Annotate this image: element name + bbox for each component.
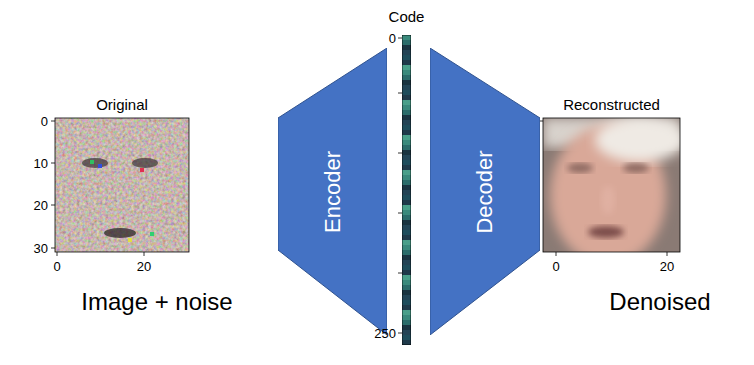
caption-text: Image + noise bbox=[81, 288, 232, 316]
block-label: Encoder bbox=[320, 151, 346, 233]
reconstructed-image bbox=[543, 118, 680, 252]
tick-label: 30 bbox=[34, 241, 48, 256]
code-bar: Code bbox=[402, 35, 411, 345]
tick-label: 0 bbox=[53, 259, 60, 274]
tick-label: 20 bbox=[34, 198, 48, 213]
output-image: Reconstructed bbox=[543, 118, 680, 252]
tick-label: 0 bbox=[552, 259, 559, 274]
tick-label: 0 bbox=[389, 31, 396, 46]
tick-label: 20 bbox=[660, 259, 674, 274]
caption-text: Denoised bbox=[609, 288, 710, 316]
tick-label: 0 bbox=[41, 114, 48, 129]
tick-label: 250 bbox=[374, 326, 396, 341]
input-image: Original bbox=[55, 118, 189, 252]
plot-title: Reconstructed bbox=[563, 96, 660, 113]
noisy-image bbox=[55, 118, 189, 252]
encoder-trapezoid: Encoder bbox=[278, 48, 387, 335]
tick-label: 10 bbox=[34, 156, 48, 171]
decoder-trapezoid: Decoder bbox=[430, 48, 540, 335]
plot-title: Code bbox=[389, 8, 425, 25]
code-vector bbox=[402, 35, 411, 345]
tick-label: 20 bbox=[137, 259, 151, 274]
block-label: Decoder bbox=[472, 150, 498, 233]
plot-title: Original bbox=[96, 96, 148, 113]
